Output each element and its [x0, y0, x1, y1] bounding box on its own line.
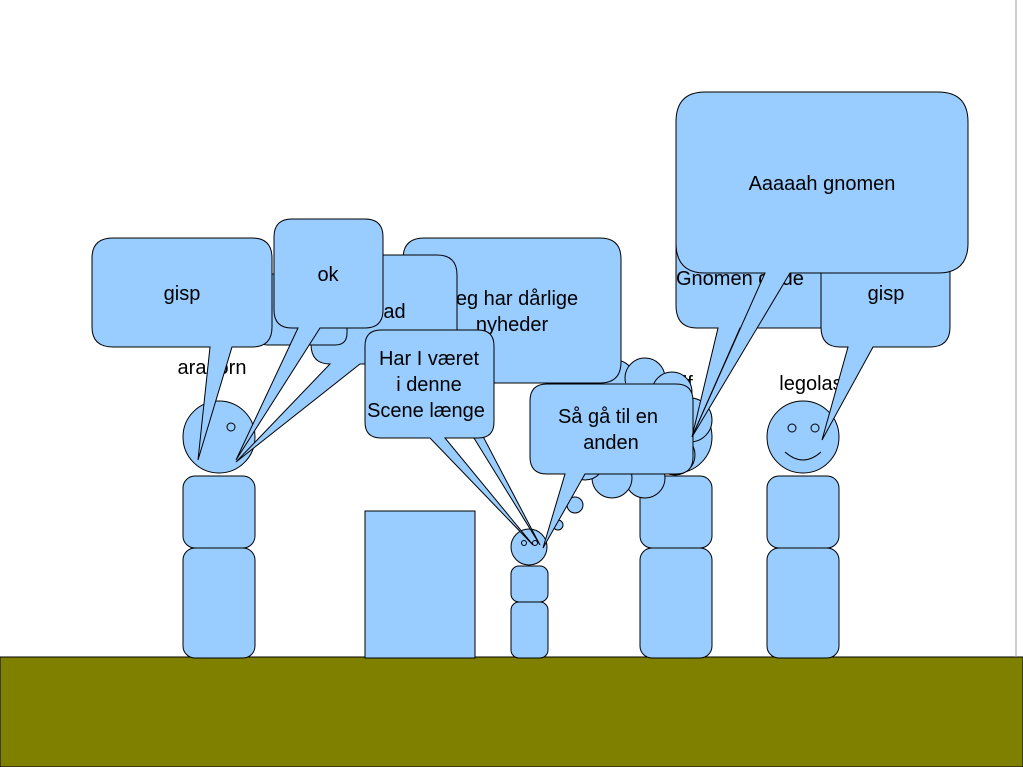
- gandalf-legs: [639, 547, 713, 659]
- legolas-legs: [766, 547, 840, 659]
- scene-question-text-2: i denne: [396, 374, 462, 396]
- gisp-right-text: gisp: [868, 283, 905, 305]
- aaaah-text: Aaaaah gnomen: [749, 173, 896, 195]
- aragorn-figure: [182, 400, 256, 659]
- go-elsewhere-text-2: anden: [583, 432, 639, 454]
- legolas-head: [766, 400, 840, 474]
- gnome-head: [510, 528, 548, 566]
- aragorn-torso: [182, 475, 256, 549]
- gnome-torso: [510, 565, 549, 603]
- ok-text: ok: [317, 264, 339, 286]
- legolas-label: legolas: [779, 373, 842, 395]
- legolas-eye-right: [810, 423, 820, 433]
- speech-bubble-aaaah: Aaaaah gnomen: [675, 91, 969, 438]
- gnome-eye-right: [532, 540, 538, 546]
- scene-question-text-3: Scene længe: [367, 400, 485, 422]
- legolas-smile: [784, 451, 822, 461]
- aragorn-legs: [182, 547, 256, 659]
- bad-news-text-2: nyheder: [476, 314, 549, 336]
- speech-bubble-go-elsewhere: Så gå til en anden: [529, 383, 694, 549]
- speech-bubble-gisp-right: gisp: [820, 237, 951, 441]
- aragorn-eye: [226, 422, 236, 432]
- door-shape: [364, 510, 476, 659]
- gisp-left-text: gisp: [164, 283, 201, 305]
- gnome-legs: [510, 601, 549, 659]
- legolas-eye-left: [787, 423, 797, 433]
- bad-news-text-1: Jeg har dårlige: [446, 288, 578, 310]
- go-elsewhere-text-1: Så gå til en: [558, 406, 658, 428]
- speech-bubble-ok: ok: [235, 218, 384, 461]
- legolas-torso: [766, 475, 840, 549]
- speech-bubble-gisp-left: gisp: [91, 237, 273, 461]
- scene-question-text-1: Har I været: [379, 348, 479, 370]
- aragorn-head: [182, 400, 256, 474]
- legolas-figure: [766, 400, 840, 659]
- ground-strip: [0, 656, 1023, 767]
- gnome-figure: [510, 528, 549, 659]
- gnome-eye-left: [521, 540, 527, 546]
- speech-bubble-scene-question: Har I været i denne Scene længe: [364, 329, 534, 546]
